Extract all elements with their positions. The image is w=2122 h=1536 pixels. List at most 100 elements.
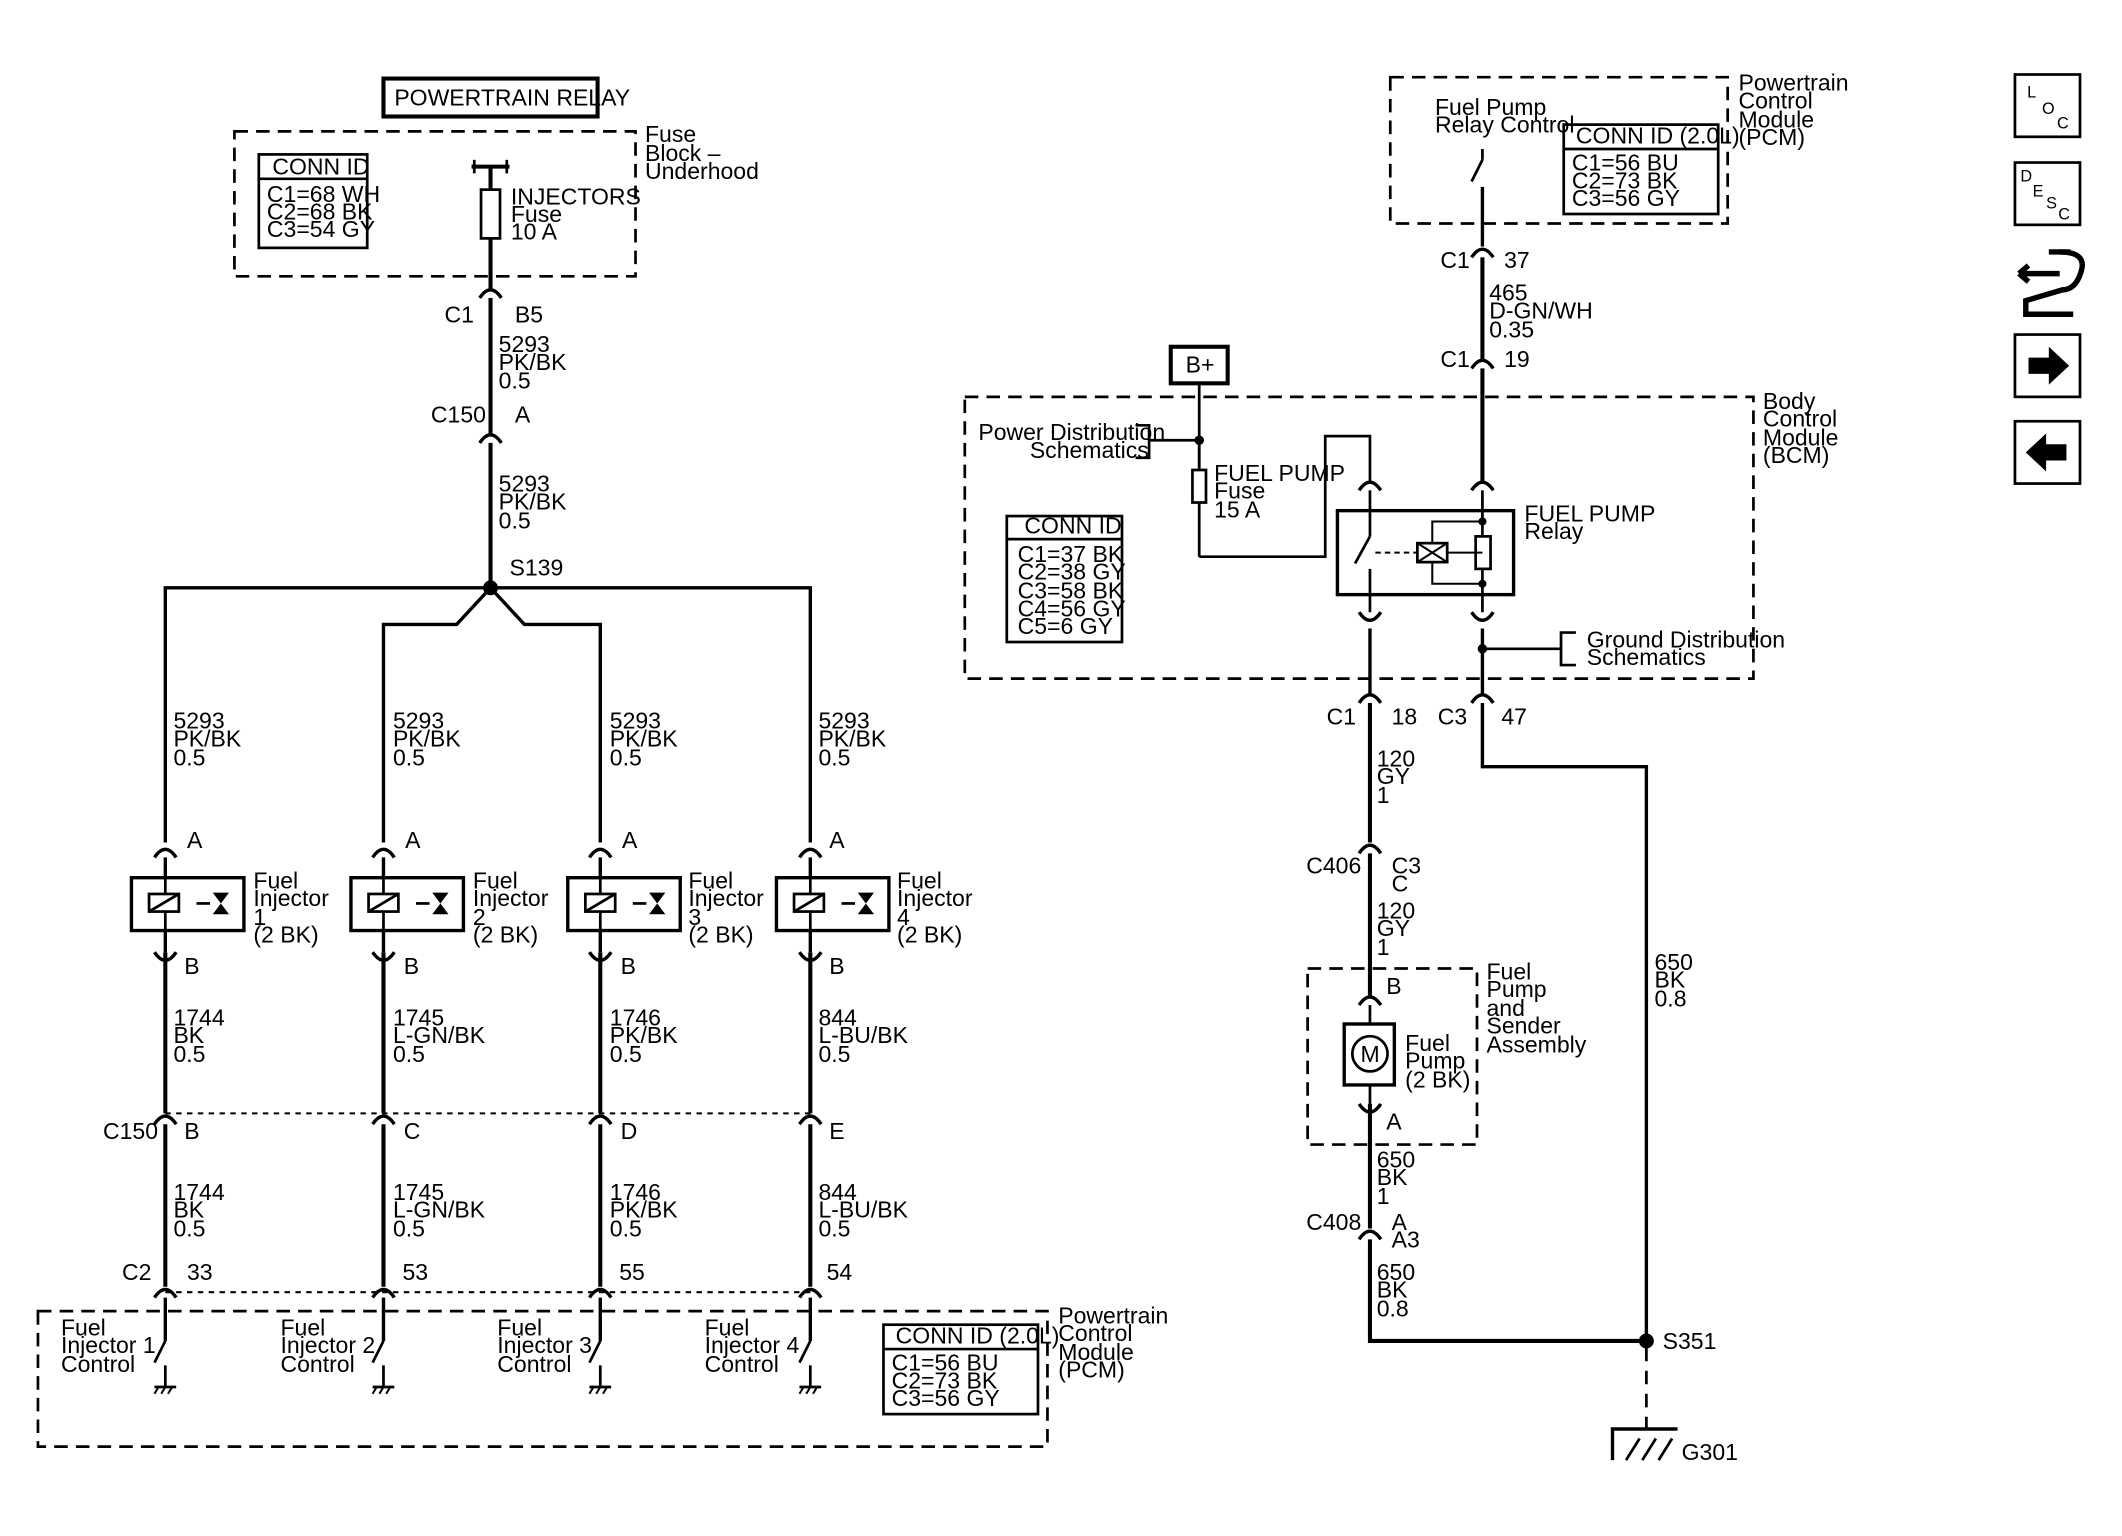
svg-text:C5=6 GY: C5=6 GY — [1018, 613, 1113, 639]
svg-text:Fuel: Fuel — [1486, 958, 1531, 984]
svg-text:Underhood: Underhood — [645, 158, 759, 184]
svg-text:C150: C150 — [431, 402, 486, 428]
svg-text:0.5: 0.5 — [173, 1041, 205, 1067]
svg-text:Injector 2: Injector 2 — [280, 1332, 375, 1358]
loc-button[interactable]: L O C — [2013, 73, 2082, 139]
svg-text:Pump: Pump — [1486, 976, 1546, 1002]
svg-text:53: 53 — [402, 1259, 428, 1285]
bottom-wire-labels: 1744 BK 0.5 1745 L-GN/BK 0.5 1746 PK/BK … — [173, 1179, 908, 1242]
svg-text:Powertrain: Powertrain — [1739, 70, 1849, 96]
svg-text:C1=56 BU: C1=56 BU — [892, 1350, 999, 1376]
svg-text:Injector: Injector — [253, 885, 329, 911]
svg-text:Fuse: Fuse — [645, 121, 696, 147]
svg-text:B: B — [1386, 973, 1401, 999]
svg-text:(2 BK): (2 BK) — [688, 922, 753, 948]
connector-c408 — [1357, 1229, 1383, 1241]
svg-text:Injector 4: Injector 4 — [705, 1332, 800, 1358]
svg-text:C406: C406 — [1306, 853, 1361, 879]
svg-text:BK: BK — [1377, 1164, 1408, 1190]
svg-text:C3=56 GY: C3=56 GY — [892, 1385, 1000, 1411]
bcm-conn-id: CONN ID C1=37 BK C2=38 GY C3=58 BK C4=56… — [1005, 513, 1126, 644]
svg-text:A: A — [1386, 1109, 1402, 1135]
svg-text:Injector: Injector — [688, 885, 764, 911]
pcm-right-conn-id: CONN ID (2.0L) C1=56 BU C2=73 BK C3=56 G… — [1562, 123, 1740, 216]
svg-text:FUEL PUMP: FUEL PUMP — [1214, 460, 1345, 486]
svg-text:GY: GY — [1377, 763, 1410, 789]
pcm-left-name: Powertrain Control Module (PCM) — [1058, 1302, 1168, 1382]
fuel-injector-2 — [349, 847, 466, 963]
svg-text:0.5: 0.5 — [610, 1041, 642, 1067]
next-arrow-icon — [2028, 346, 2070, 385]
battery-positive-label: B+ — [1168, 344, 1230, 472]
svg-text:19: 19 — [1504, 346, 1530, 372]
svg-text:C: C — [1392, 870, 1409, 896]
svg-text:15 A: 15 A — [1214, 496, 1261, 522]
svg-text:0.5: 0.5 — [818, 1041, 850, 1067]
svg-text:E: E — [2033, 182, 2044, 200]
svg-text:Fuse: Fuse — [1214, 477, 1265, 503]
svg-text:5293: 5293 — [499, 331, 550, 357]
svg-text:Control: Control — [61, 1351, 135, 1377]
svg-text:Injector: Injector — [897, 885, 973, 911]
svg-text:1: 1 — [1377, 1183, 1390, 1209]
svg-text:0.5: 0.5 — [393, 1041, 425, 1067]
back-arrow-icon — [2025, 433, 2067, 472]
svg-text:B+: B+ — [1186, 351, 1215, 377]
svg-text:C3=58 BK: C3=58 BK — [1018, 578, 1124, 604]
svg-text:(2 BK): (2 BK) — [473, 922, 538, 948]
svg-text:Fuel: Fuel — [61, 1315, 106, 1341]
svg-text:C: C — [2058, 205, 2070, 223]
back-button[interactable] — [2013, 419, 2082, 485]
next-button[interactable] — [2013, 333, 2082, 399]
svg-text:0.5: 0.5 — [173, 1216, 205, 1242]
pcm-left-conn-id: CONN ID (2.0L) C1=56 BU C2=73 BK C3=56 G… — [882, 1323, 1059, 1416]
svg-text:CONN ID: CONN ID — [1024, 513, 1121, 539]
svg-text:5293: 5293 — [610, 708, 661, 734]
svg-text:650: 650 — [1377, 1259, 1415, 1285]
svg-text:Injector: Injector — [473, 885, 549, 911]
svg-text:B: B — [184, 953, 199, 979]
desc-button[interactable]: D E S C — [2013, 161, 2082, 227]
svg-text:Control: Control — [1763, 406, 1837, 432]
sidebar-nav: L O C D E S C — [2013, 73, 2085, 485]
relay-control-label: Fuel Pump Relay Control — [1435, 94, 1574, 138]
svg-text:(2 BK): (2 BK) — [1405, 1067, 1470, 1093]
svg-text:3: 3 — [688, 904, 701, 930]
svg-text:1744: 1744 — [173, 1004, 224, 1030]
svg-text:G301: G301 — [1682, 1439, 1738, 1465]
svg-text:D-GN/WH: D-GN/WH — [1489, 297, 1593, 323]
svg-text:O: O — [2042, 100, 2055, 118]
svg-text:1745: 1745 — [393, 1004, 444, 1030]
svg-text:0.5: 0.5 — [499, 368, 531, 394]
svg-text:10 A: 10 A — [511, 219, 558, 245]
svg-text:650: 650 — [1655, 949, 1693, 975]
svg-text:120: 120 — [1377, 897, 1415, 923]
svg-text:D: D — [621, 1118, 638, 1144]
svg-text:Fuel: Fuel — [497, 1315, 542, 1341]
svg-text:C3=54 GY: C3=54 GY — [267, 216, 375, 242]
svg-text:0.5: 0.5 — [818, 744, 850, 770]
svg-text:BK: BK — [173, 1197, 204, 1223]
svg-text:BK: BK — [1655, 966, 1686, 992]
pcm-right-outline — [1388, 75, 1730, 225]
left-schematic: POWERTRAIN RELAY CONN ID C1=68 WH C2=68 … — [36, 76, 1168, 1448]
svg-text:C2: C2 — [122, 1259, 151, 1285]
svg-text:Control: Control — [1739, 87, 1813, 113]
svg-text:Relay Control: Relay Control — [1435, 112, 1574, 138]
desc-icon: D E S C — [2020, 168, 2070, 224]
svg-text:(2 BK): (2 BK) — [253, 922, 318, 948]
svg-text:1745: 1745 — [393, 1179, 444, 1205]
connector-tool-button[interactable] — [2017, 249, 2085, 317]
svg-text:Injector 1: Injector 1 — [61, 1332, 156, 1358]
svg-text:Relay: Relay — [1524, 518, 1583, 544]
svg-text:PK/BK: PK/BK — [610, 1197, 678, 1223]
svg-text:PK/BK: PK/BK — [610, 725, 678, 751]
svg-text:0.5: 0.5 — [610, 1216, 642, 1242]
svg-text:S139: S139 — [509, 555, 563, 581]
svg-text:A: A — [187, 827, 203, 853]
svg-text:C2=68 BK: C2=68 BK — [267, 198, 373, 224]
svg-text:Fuel: Fuel — [1405, 1030, 1450, 1056]
svg-text:55: 55 — [619, 1259, 645, 1285]
svg-text:0.5: 0.5 — [499, 507, 531, 533]
